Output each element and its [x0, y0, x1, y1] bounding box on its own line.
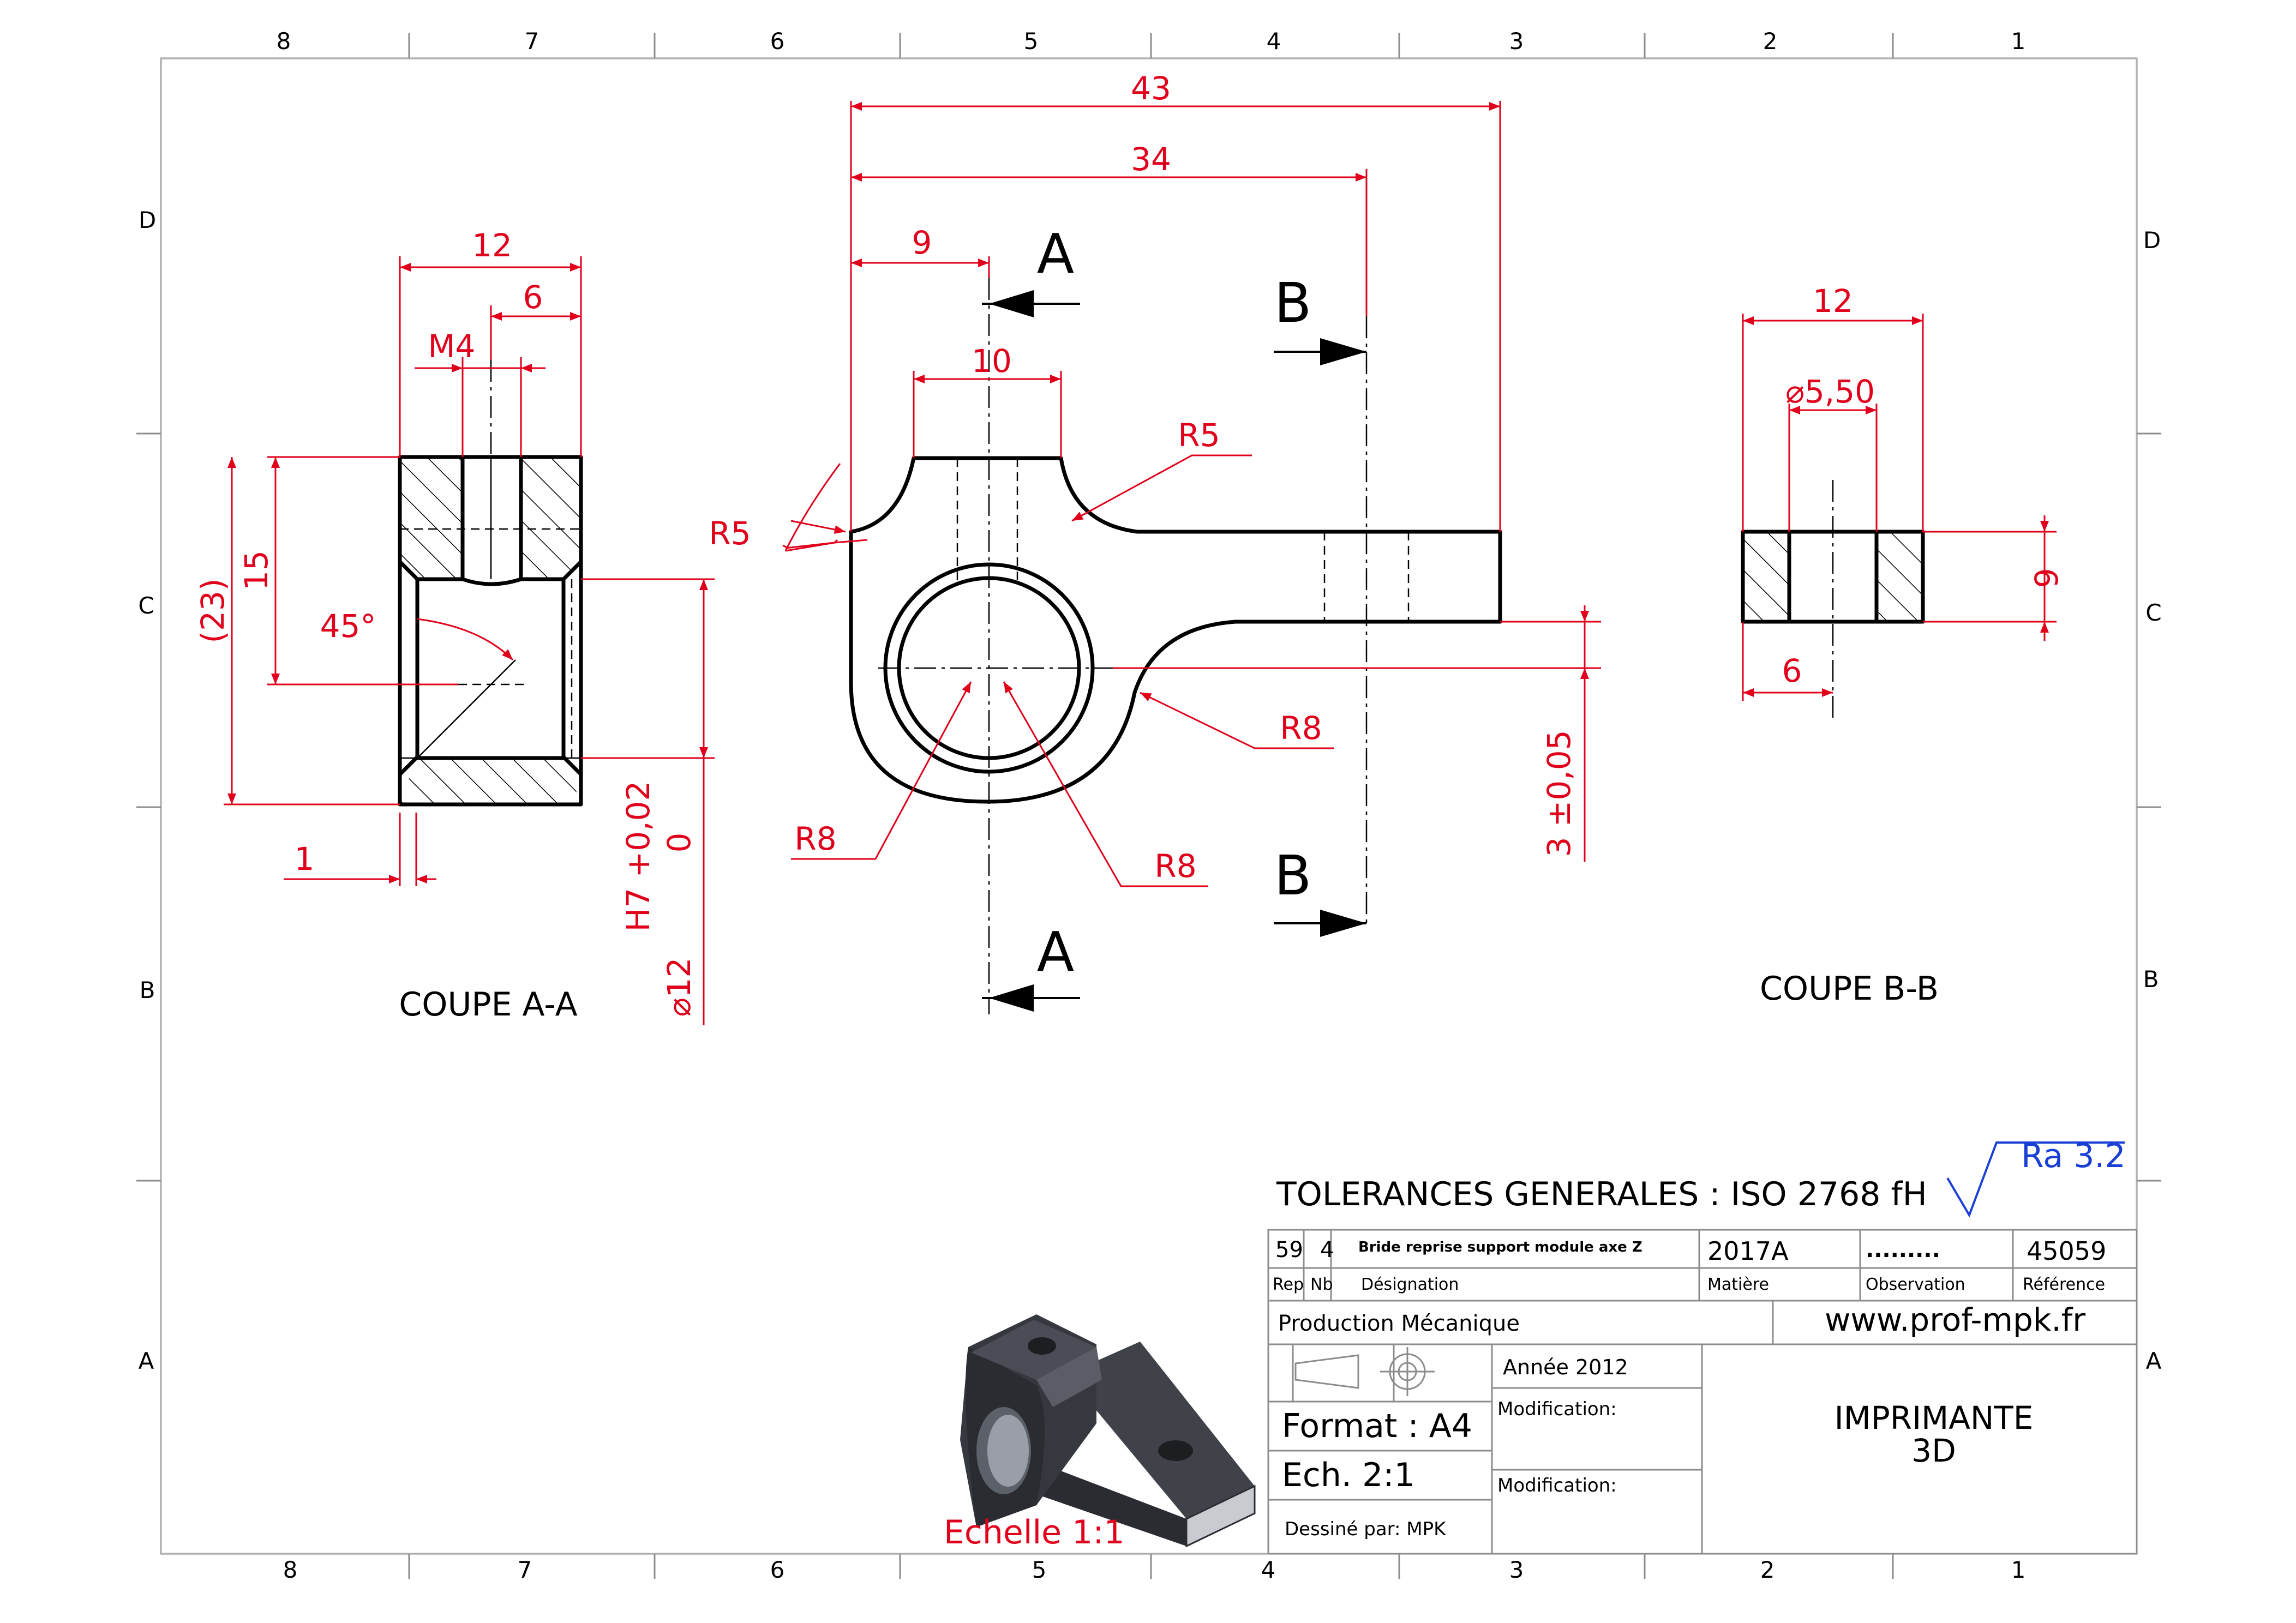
col-label-top-3: 3	[1509, 28, 1524, 55]
col-label-bottom-1: 1	[2011, 1556, 2026, 1583]
col-label-bottom-6: 6	[770, 1556, 785, 1583]
tb-format: Format : A4	[1282, 1407, 1472, 1445]
section-aa-hatch-top-left	[400, 457, 463, 579]
dim-aa-bore-tolerance: H7 +0,02	[620, 781, 657, 932]
main-view-outline	[849, 456, 1502, 804]
dim-radius-r8-bottom: R8	[1154, 847, 1196, 885]
iso-view-scale: Echelle 1:1	[944, 1513, 1125, 1552]
isometric-view: Echelle 1:1	[944, 1314, 1256, 1552]
tb-modification-2: Modification:	[1497, 1475, 1617, 1496]
tb-annee: Année 2012	[1503, 1355, 1628, 1379]
dim-hole-spacing: 34	[1131, 141, 1171, 178]
tb-designation-value: Bride reprise support module axe Z	[1358, 1239, 1642, 1255]
projection-symbol-icon	[1294, 1347, 1435, 1396]
section-mark-a-top: A	[1037, 222, 1074, 286]
row-label-right-c: C	[2145, 599, 2161, 626]
col-label-bottom-5: 5	[1032, 1556, 1047, 1583]
dim-aa-angle: 45°	[320, 608, 376, 645]
dim-aa-bore-lower: 0	[661, 833, 698, 853]
col-label-bottom-2: 2	[1760, 1556, 1775, 1583]
dim-aa-height: 15	[238, 550, 275, 591]
dim-aa-half: 6	[523, 279, 543, 316]
row-label-right-a: A	[2146, 1348, 2162, 1374]
col-label-top-2: 2	[1763, 28, 1778, 55]
tb-observation-value: .........	[1866, 1237, 1940, 1263]
section-bb-view	[1741, 480, 1925, 720]
dim-aa-overall: (23)	[194, 578, 231, 643]
row-label-left-c: C	[138, 592, 154, 619]
title-block: 59 4 Bride reprise support module axe Z …	[1267, 1229, 2138, 1555]
section-aa-hatch-top-right	[521, 457, 581, 579]
dim-boss-width: 10	[972, 342, 1012, 380]
roughness-value: Ra 3.2	[2021, 1137, 2126, 1175]
row-label-left-a: A	[139, 1348, 154, 1374]
tb-echelle: Ech. 2:1	[1282, 1456, 1415, 1494]
col-label-top-7: 7	[525, 28, 539, 55]
tb-rep-value: 59	[1275, 1237, 1303, 1263]
row-label-right-d: D	[2143, 227, 2161, 254]
col-label-top-4: 4	[1267, 28, 1281, 55]
col-label-bottom-8: 8	[283, 1556, 298, 1583]
col-label-top-8: 8	[277, 28, 291, 55]
col-label-top-6: 6	[770, 28, 785, 55]
dim-bb-width: 12	[1813, 282, 1853, 320]
col-label-top-1: 1	[2011, 28, 2026, 55]
tb-header-nb: Nb	[1310, 1275, 1333, 1294]
section-mark-a-bottom: A	[1037, 920, 1074, 984]
main-view	[849, 278, 1502, 1014]
section-aa-view	[398, 360, 583, 807]
dim-bb-thickness: 6	[2027, 568, 2064, 588]
tb-modification-1: Modification:	[1497, 1398, 1617, 1420]
tb-reference-value: 45059	[2027, 1236, 2106, 1266]
tb-header-rep: Rep	[1273, 1275, 1304, 1294]
dim-aa-bore-diameter: ⌀12	[661, 958, 698, 1017]
row-label-left-b: B	[140, 977, 155, 1003]
main-view-dimensions: 43 34 9 10 R5 R5 R8 R8 R8 3 ±0,05	[709, 70, 1601, 887]
tb-dessine: Dessiné par: MPK	[1285, 1518, 1447, 1540]
section-aa-hatch-bottom	[400, 758, 581, 804]
col-label-bottom-7: 7	[518, 1556, 532, 1583]
dim-offset-tolerance: 3 ±0,05	[1540, 730, 1578, 857]
col-label-bottom-4: 4	[1261, 1556, 1276, 1583]
tb-nb-value: 4	[1320, 1237, 1334, 1263]
dim-bb-axis: 6	[1782, 652, 1802, 689]
tb-header-designation: Désignation	[1361, 1275, 1459, 1294]
dim-overall-length: 43	[1131, 70, 1171, 107]
tb-header-observation: Observation	[1866, 1275, 1965, 1294]
row-label-right-b: B	[2143, 966, 2159, 993]
col-label-top-5: 5	[1024, 28, 1039, 55]
dim-aa-thread: M4	[428, 328, 476, 365]
roughness-symbol	[1946, 1141, 2125, 1218]
zone-labels: 8 7 6 5 4 3 2 1 8 7 6 5 4 3 2 1 D C B A …	[138, 28, 2161, 1583]
tb-header-matiere: Matière	[1707, 1275, 1769, 1294]
tb-title-line2: 3D	[1911, 1432, 1956, 1469]
general-tolerances: TOLERANCES GENERALES : ISO 2768 fH	[1276, 1175, 1927, 1213]
row-label-left-d: D	[139, 207, 156, 233]
dim-aa-width: 12	[472, 227, 512, 264]
section-bb-dimensions: 12 ⌀5,50 6 6 COUPE B-B	[1742, 282, 2064, 1008]
dim-radius-r8-right: R8	[1280, 710, 1322, 747]
dim-radius-r5-left: R5	[709, 515, 751, 552]
section-marks: A A B B	[982, 222, 1366, 1012]
tb-title-line1: IMPRIMANTE	[1835, 1399, 2034, 1436]
dim-radius-r5-right: R5	[1178, 417, 1220, 454]
col-label-bottom-3: 3	[1509, 1556, 1524, 1583]
tb-company: Production Mécanique	[1278, 1311, 1520, 1336]
section-aa-dimensions: 12 6 M4 15 (23) 45° 1 H7 +0,02 0 ⌀12 COU…	[194, 227, 715, 1025]
sheet-frame	[136, 33, 2161, 1579]
dim-radius-r8-left: R8	[794, 820, 836, 857]
section-aa-title: COUPE A-A	[399, 985, 577, 1024]
section-mark-b-top: B	[1274, 271, 1312, 335]
dim-aa-chamfer: 1	[295, 840, 315, 877]
dim-axis-offset: 9	[912, 224, 932, 261]
tb-header-reference: Référence	[2023, 1275, 2105, 1294]
tb-website: www.prof-mpk.fr	[1825, 1301, 2085, 1338]
tb-matiere-value: 2017A	[1707, 1236, 1789, 1266]
dim-bb-hole-diameter: ⌀5,50	[1785, 373, 1875, 410]
section-mark-b-bottom: B	[1274, 844, 1312, 907]
section-bb-title: COUPE B-B	[1760, 970, 1939, 1008]
